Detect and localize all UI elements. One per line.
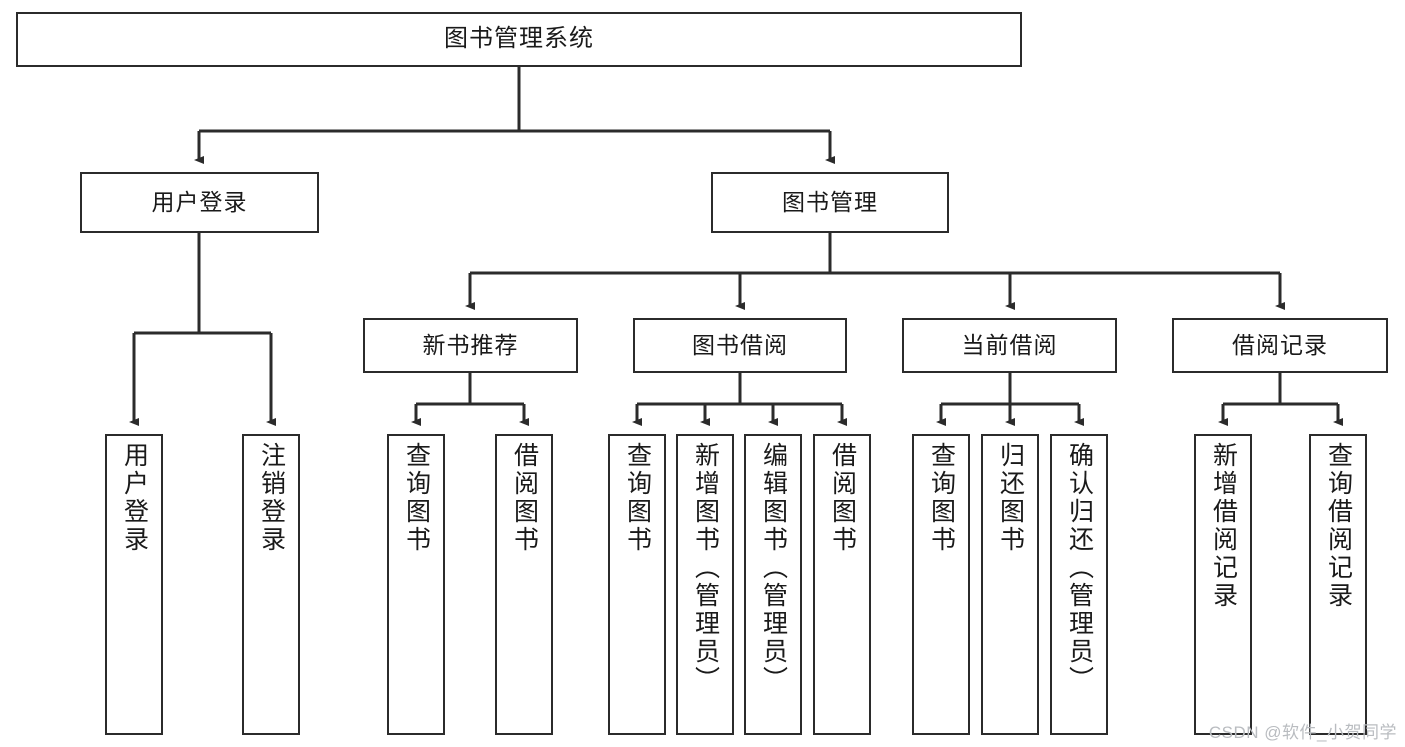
leaf-query-record[interactable]: 查询借阅记录	[1309, 434, 1367, 735]
node-book-manage[interactable]: 图书管理	[711, 172, 949, 233]
node-root-system[interactable]: 图书管理系统	[16, 12, 1022, 67]
node-label: 确认归还（管理员）	[1065, 442, 1094, 694]
leaf-borrow-book-1[interactable]: 借阅图书	[495, 434, 553, 735]
leaf-confirm-return[interactable]: 确认归还（管理员）	[1050, 434, 1108, 735]
leaf-query-book-2[interactable]: 查询图书	[608, 434, 666, 735]
node-new-book-recommend[interactable]: 新书推荐	[363, 318, 578, 373]
node-label: 新增借阅记录	[1209, 442, 1238, 610]
node-label: 编辑图书（管理员）	[759, 442, 788, 694]
node-label: 借阅记录	[1232, 331, 1328, 358]
leaf-return-book[interactable]: 归还图书	[981, 434, 1039, 735]
leaf-add-book[interactable]: 新增图书（管理员）	[676, 434, 734, 735]
node-label: 用户登录	[151, 188, 248, 215]
leaf-borrow-book-2[interactable]: 借阅图书	[813, 434, 871, 735]
node-label: 借阅图书	[510, 442, 539, 554]
leaf-query-book-3[interactable]: 查询图书	[912, 434, 970, 735]
node-user-login[interactable]: 用户登录	[80, 172, 319, 233]
node-label: 注销登录	[257, 442, 286, 554]
node-borrow-record[interactable]: 借阅记录	[1172, 318, 1388, 373]
node-current-borrow[interactable]: 当前借阅	[902, 318, 1117, 373]
node-label: 用户登录	[120, 442, 149, 554]
node-label: 当前借阅	[961, 331, 1058, 358]
node-label: 新增图书（管理员）	[691, 442, 720, 694]
node-label: 查询图书	[927, 442, 956, 554]
leaf-query-book-1[interactable]: 查询图书	[387, 434, 445, 735]
leaf-edit-book[interactable]: 编辑图书（管理员）	[744, 434, 802, 735]
node-label: 归还图书	[996, 442, 1025, 554]
node-label: 新书推荐	[422, 331, 519, 358]
leaf-add-record[interactable]: 新增借阅记录	[1194, 434, 1252, 735]
node-label: 借阅图书	[828, 442, 857, 554]
node-label: 查询图书	[623, 442, 652, 554]
node-label: 图书管理	[782, 188, 878, 215]
leaf-user-logout[interactable]: 注销登录	[242, 434, 300, 735]
node-label: 图书借阅	[692, 331, 788, 358]
node-book-borrow[interactable]: 图书借阅	[633, 318, 847, 373]
node-label: 查询借阅记录	[1324, 442, 1353, 610]
node-label: 查询图书	[402, 442, 431, 554]
leaf-user-login[interactable]: 用户登录	[105, 434, 163, 735]
node-label: 图书管理系统	[444, 25, 594, 53]
